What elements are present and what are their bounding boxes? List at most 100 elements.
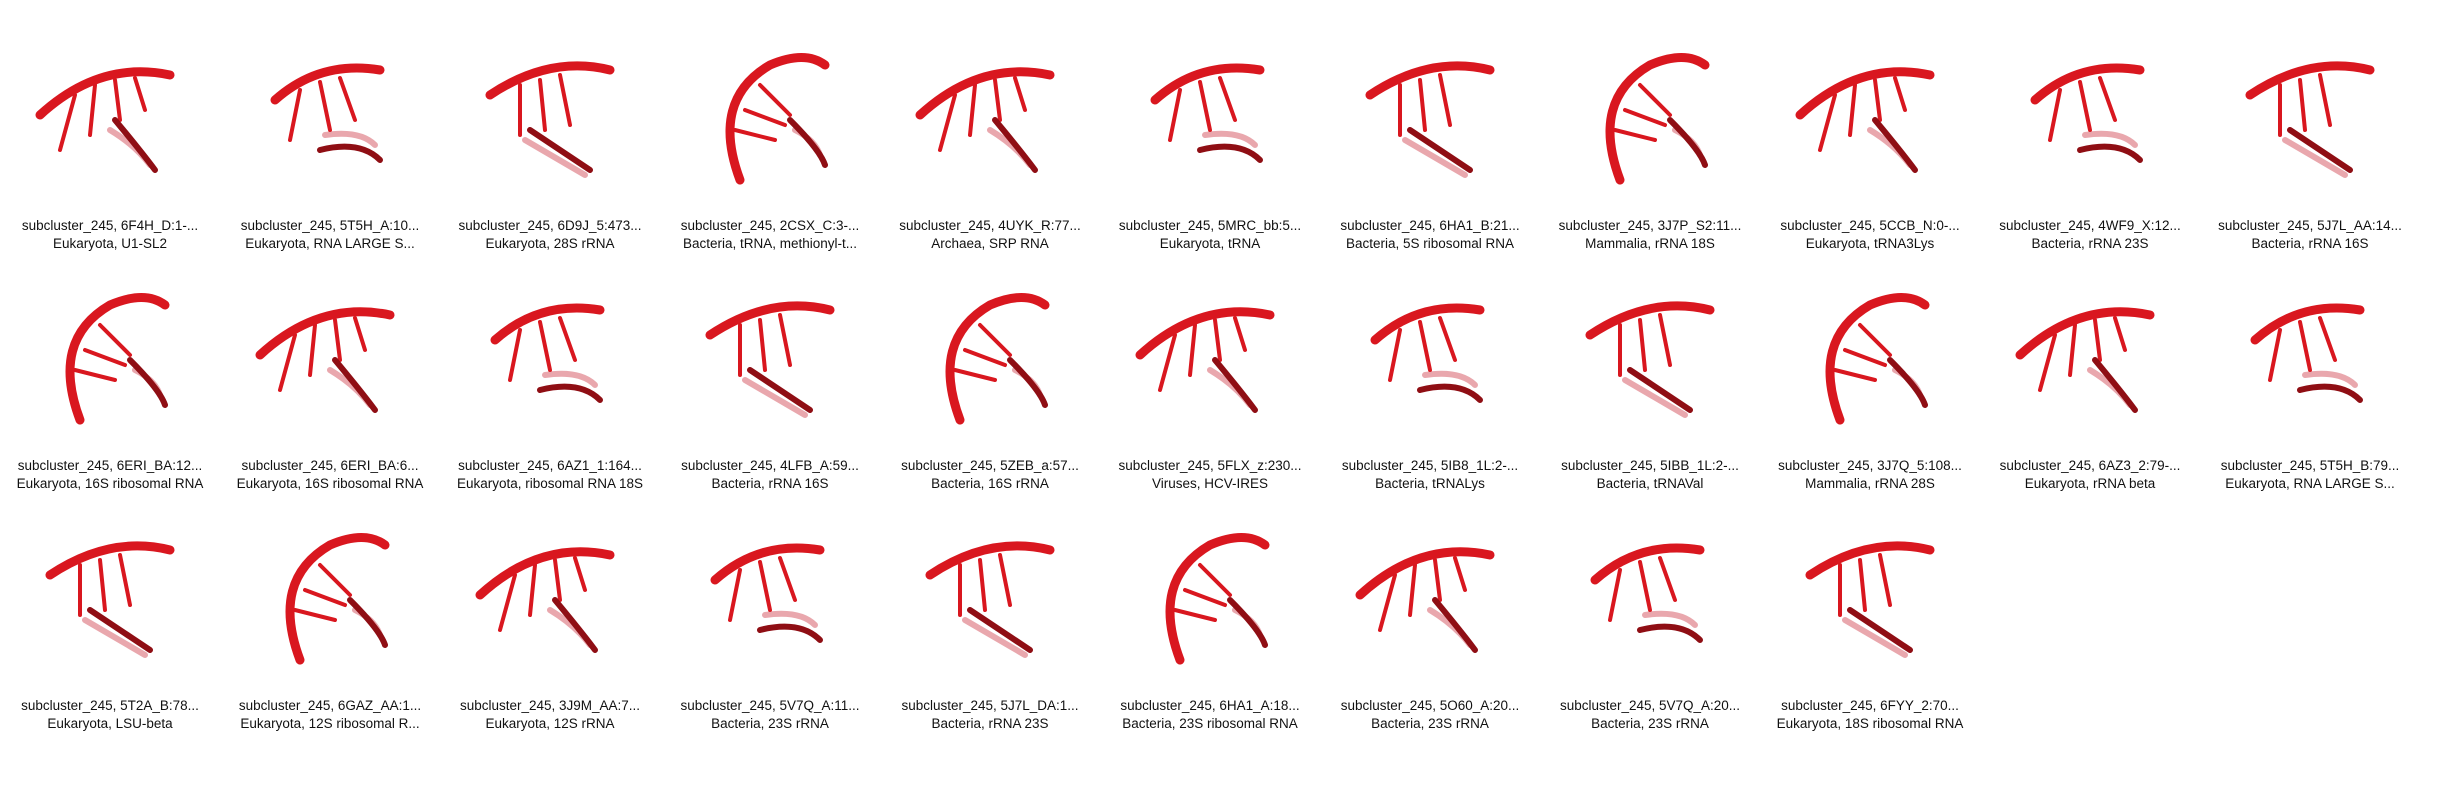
strand-light [1642, 610, 1698, 628]
base-pair-spoke [83, 348, 127, 367]
strand-tail [1417, 383, 1483, 403]
structure-card[interactable]: subcluster_245, 4LFB_A:59...Bacteria, rR… [660, 260, 880, 500]
structure-card[interactable]: subcluster_245, 5IB8_1L:2-... Bacteria, t… [1320, 260, 1540, 500]
base-pair-spoke [963, 348, 1007, 367]
structure-card[interactable]: subcluster_245, 5V7Q_A:20...Bacteria, 23… [1540, 500, 1760, 740]
structure-card[interactable]: subcluster_245, 5T2A_B:78...Eukaryota, L… [0, 500, 220, 740]
base-pair-spoke [1173, 608, 1217, 622]
structure-card[interactable]: subcluster_245, 3J7P_S2:11...Mammalia, r… [1540, 20, 1760, 260]
structure-card[interactable]: subcluster_245, 3J7Q_5:108...Mammalia, r… [1760, 260, 1980, 500]
base-pair-spoke [953, 368, 997, 382]
structure-card[interactable]: subcluster_245, 6ERI_BA:12...Eukaryota, … [0, 260, 220, 500]
rna-structure-render [705, 301, 835, 418]
rna-structure-render [35, 67, 175, 173]
structure-card[interactable]: subcluster_245, 4UYK_R:77...Archaea, SRP… [880, 20, 1100, 260]
base-pair-spoke [978, 323, 1012, 357]
rna-structure-icon [680, 280, 860, 430]
base-pair-spoke [728, 568, 742, 622]
base-pair-spoke [1613, 128, 1657, 142]
strand-tail [1872, 117, 1918, 173]
base-pair-spoke [2298, 320, 2312, 372]
strand-tail [2077, 143, 2143, 163]
strand-light [542, 370, 598, 388]
rna-structure-icon [20, 520, 200, 670]
structure-description-label: Bacteria, tRNAVal [1596, 476, 1704, 491]
structure-card[interactable]: subcluster_245, 6AZ3_2:79-...Eukaryota, … [1980, 260, 2200, 500]
strand-tail [2092, 357, 2138, 413]
structure-card[interactable]: subcluster_245, 6AZ1_1:164...Eukaryota, … [440, 260, 660, 500]
structure-card[interactable]: subcluster_245, 6F4H_D:1-...Eukaryota, U… [0, 20, 220, 260]
structure-description-label: Bacteria, 23S rRNA [1371, 716, 1489, 731]
base-pair-spoke [98, 323, 132, 357]
structure-description-label: Eukaryota, tRNA3Lys [1805, 236, 1935, 251]
structure-id-label: subcluster_245, 5IB8_1L:2-... [1341, 458, 1519, 473]
structure-card[interactable]: subcluster_245, 6HA1_A:18...Bacteria, 23… [1100, 500, 1320, 740]
structure-card[interactable]: subcluster_245, 5FLX_z:230...Viruses, HC… [1100, 260, 1320, 500]
structure-id-label: subcluster_245, 5O60_A:20... [1340, 698, 1520, 713]
structure-card[interactable]: subcluster_245, 6GAZ_AA:1...Eukaryota, 1… [220, 500, 440, 740]
backbone-arc [270, 63, 385, 105]
rna-structure-icon [1780, 280, 1960, 430]
structure-card[interactable]: subcluster_245, 5MRC_bb:5...Eukaryota, t… [1100, 20, 1320, 260]
rna-structure-render [945, 293, 1050, 425]
structure-id-label: subcluster_245, 5J7L_DA:1... [901, 698, 1079, 713]
structure-description-label: Bacteria, rRNA 16S [711, 476, 829, 491]
structure-description-label: Eukaryota, 12S ribosomal R... [240, 716, 420, 731]
rna-structure-icon [1560, 280, 1740, 430]
backbone-arc [2030, 63, 2145, 105]
structure-card[interactable]: subcluster_245, 5J7L_DA:1...Bacteria, rR… [880, 500, 1100, 740]
base-pair-spoke [758, 560, 772, 612]
rna-structure-icon [1560, 520, 1740, 670]
strand-tail [127, 357, 168, 408]
structure-card[interactable]: subcluster_245, 5IBB_1L:2-...Bacteria, t… [1540, 260, 1760, 500]
strand-tail [757, 623, 823, 643]
strand-tail [87, 607, 153, 653]
strand-tail [1847, 607, 1913, 653]
structure-card[interactable]: subcluster_245, 5V7Q_A:11...Bacteria, 23… [660, 500, 880, 740]
rna-structure-icon [900, 40, 1080, 190]
structure-card[interactable]: subcluster_245, 5O60_A:20... Bacteria, 23… [1320, 500, 1540, 740]
base-pair-spoke [2068, 323, 2077, 377]
structure-card[interactable]: subcluster_245, 6ERI_BA:6...Eukaryota, 1… [220, 260, 440, 500]
structure-card[interactable]: subcluster_245, 2CSX_C:3-...Bacteria, tR… [660, 20, 880, 260]
rna-structure-render [1805, 541, 1935, 658]
base-pair-spoke [353, 316, 367, 352]
base-pair-spoke [1873, 78, 1882, 122]
structure-id-label: subcluster_245, 5FLX_z:230... [1118, 458, 1302, 473]
backbone-arc [1165, 533, 1270, 665]
structure-id-label: subcluster_245, 3J7P_S2:11... [1558, 218, 1742, 233]
structure-card[interactable]: subcluster_245, 4WF9_X:12...Bacteria, rR… [1980, 20, 2200, 260]
structure-card[interactable]: subcluster_245, 5ZEB_a:57...Bacteria, 16… [880, 260, 1100, 500]
rna-structure-icon [1560, 40, 1740, 190]
base-pair-spoke [558, 73, 572, 127]
base-pair-spoke [2038, 333, 2057, 392]
structure-card[interactable]: subcluster_245, 5T5H_A:10...Eukaryota, R… [220, 20, 440, 260]
structure-card[interactable]: subcluster_245, 5CCB_N:0-... Eukaryota, t… [1760, 20, 1980, 260]
strand-tail [112, 117, 158, 173]
base-pair-spoke [1608, 568, 1622, 622]
rna-structure-icon [1340, 520, 1520, 670]
structure-card[interactable]: subcluster_245, 3J9M_AA:7...Eukaryota, 1… [440, 500, 660, 740]
base-pair-spoke [743, 108, 787, 127]
structure-card[interactable]: subcluster_245, 5J7L_AA:14...Bacteria, r… [2200, 20, 2420, 260]
strand-tail [552, 597, 598, 653]
structure-description-label: Eukaryota, 16S ribosomal RNA [236, 476, 424, 491]
rna-structure-render [1370, 303, 1485, 403]
backbone-arc [1355, 547, 1495, 600]
base-pair-spoke [1418, 320, 1432, 372]
structure-id-label: subcluster_245, 2CSX_C:3-... [680, 218, 860, 233]
base-pair-spoke [308, 323, 317, 377]
strand-light [1402, 137, 1468, 178]
strand-light [2302, 370, 2358, 388]
structure-description-label: Eukaryota, 28S rRNA [485, 236, 615, 251]
structure-card[interactable]: subcluster_245, 6HA1_B:21...Bacteria, 5S… [1320, 20, 1540, 260]
structure-card[interactable]: subcluster_245, 6FYY_2:70...Eukaryota, 1… [1760, 500, 1980, 740]
structure-card[interactable]: subcluster_245, 5T5H_B:79...Eukaryota, R… [2200, 260, 2420, 500]
structure-id-label: subcluster_245, 4WF9_X:12... [1999, 218, 2181, 233]
structure-card[interactable]: subcluster_245, 6D9J_5:473...Eukaryota, … [440, 20, 660, 260]
strand-tail [527, 127, 593, 173]
structure-description-label: Bacteria, tRNALys [1375, 476, 1485, 491]
base-pair-spoke [2078, 80, 2092, 132]
structure-id-label: subcluster_245, 5CCB_N:0-... [1780, 218, 1960, 233]
base-pair-spoke [318, 80, 332, 132]
